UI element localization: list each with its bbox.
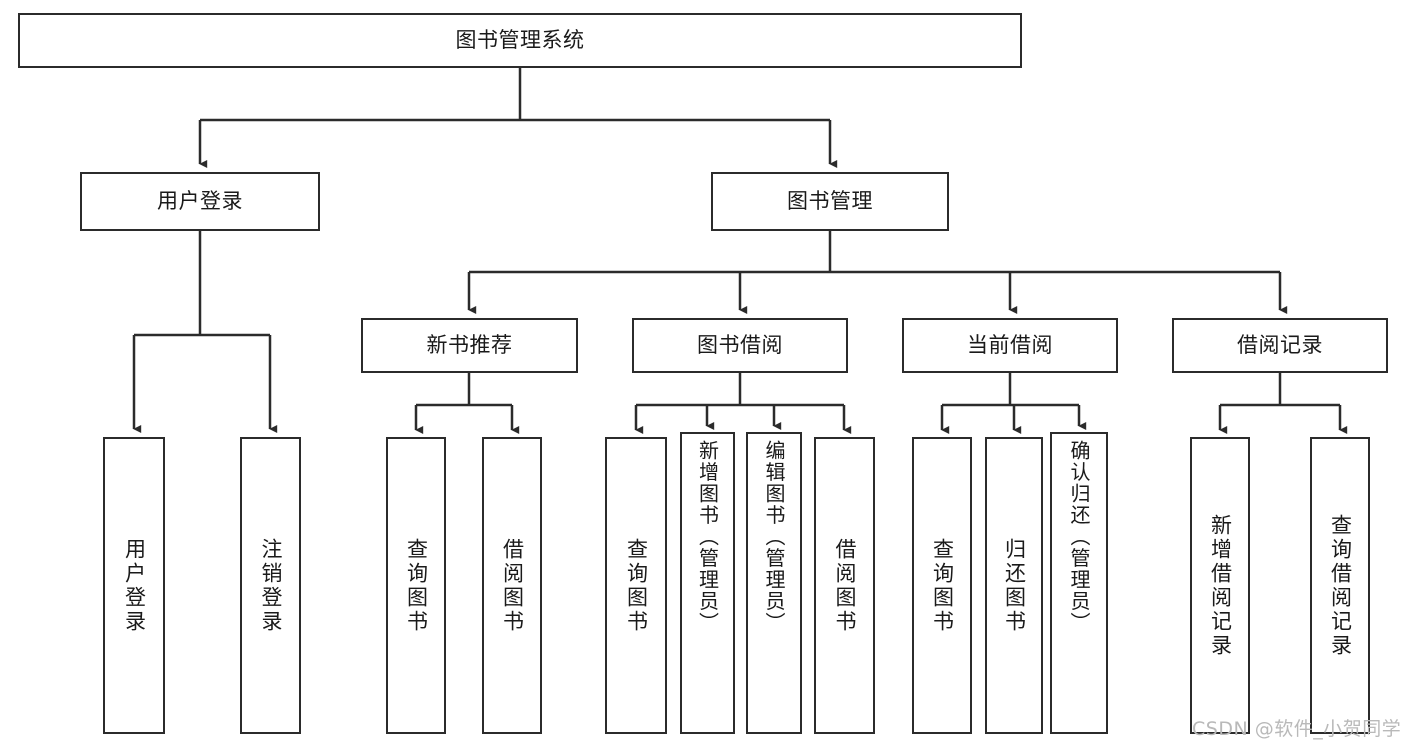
leaf-add-borrow-record-label: 新增借阅记录 — [1208, 513, 1233, 658]
node-current-borrow[interactable]: 当前借阅 — [902, 318, 1118, 373]
leaf-query-borrow-record-label: 查询借阅记录 — [1328, 513, 1353, 658]
leaf-query-book-new-label: 查询图书 — [404, 537, 429, 634]
node-user-login-label: 用户登录 — [157, 189, 243, 214]
leaf-confirm-return-admin-label: 确认归还（管理员） — [1067, 440, 1091, 634]
node-new-book-recommend[interactable]: 新书推荐 — [361, 318, 578, 373]
connector-bookborrow-to-leaves — [634, 373, 852, 434]
connector-currentborrow-to-leaves — [940, 373, 1087, 434]
leaf-logout-label: 注销登录 — [259, 537, 283, 634]
leaf-edit-book-admin-label: 编辑图书（管理员） — [762, 440, 786, 634]
connector-bookmgmt-to-level3 — [467, 231, 1288, 314]
leaf-query-book-current[interactable]: 查询图书 — [912, 437, 972, 734]
leaf-borrow-book-new[interactable]: 借阅图书 — [482, 437, 542, 734]
leaf-add-borrow-record[interactable]: 新增借阅记录 — [1190, 437, 1250, 734]
leaf-query-borrow-record[interactable]: 查询借阅记录 — [1310, 437, 1370, 734]
node-borrow-record-label: 借阅记录 — [1237, 333, 1323, 358]
leaf-add-book-admin[interactable]: 新增图书（管理员） — [680, 432, 735, 734]
leaf-add-book-admin-label: 新增图书（管理员） — [695, 440, 720, 634]
node-root[interactable]: 图书管理系统 — [18, 13, 1022, 68]
leaf-logout[interactable]: 注销登录 — [240, 437, 301, 734]
connector-userlogin-to-leaves — [132, 231, 278, 433]
node-root-label: 图书管理系统 — [455, 28, 585, 53]
node-new-book-recommend-label: 新书推荐 — [426, 333, 513, 358]
leaf-query-book-borrow-label: 查询图书 — [624, 537, 649, 634]
connector-newbook-to-leaves — [414, 373, 520, 434]
leaf-return-book-label: 归还图书 — [1002, 537, 1027, 634]
connector-root-to-level2 — [198, 68, 838, 168]
leaf-return-book[interactable]: 归还图书 — [985, 437, 1043, 734]
node-user-login[interactable]: 用户登录 — [80, 172, 320, 231]
leaf-confirm-return-admin[interactable]: 确认归还（管理员） — [1050, 432, 1108, 734]
leaf-user-login-label: 用户登录 — [122, 537, 147, 634]
leaf-borrow-book[interactable]: 借阅图书 — [814, 437, 875, 734]
node-borrow-record[interactable]: 借阅记录 — [1172, 318, 1388, 373]
node-current-borrow-label: 当前借阅 — [967, 333, 1053, 358]
leaf-borrow-book-new-label: 借阅图书 — [500, 537, 525, 634]
leaf-user-login[interactable]: 用户登录 — [103, 437, 165, 734]
leaf-query-book-new[interactable]: 查询图书 — [386, 437, 446, 734]
node-book-management[interactable]: 图书管理 — [711, 172, 949, 231]
leaf-borrow-book-label: 借阅图书 — [833, 537, 857, 634]
leaf-query-book-borrow[interactable]: 查询图书 — [605, 437, 667, 734]
node-book-borrow[interactable]: 图书借阅 — [632, 318, 848, 373]
connector-borrowrecord-to-leaves — [1218, 373, 1348, 434]
node-book-management-label: 图书管理 — [787, 189, 873, 214]
node-book-borrow-label: 图书借阅 — [697, 333, 783, 358]
leaf-query-book-current-label: 查询图书 — [930, 537, 955, 634]
csdn-watermark: CSDN @软件_小贺同学 — [1192, 718, 1402, 740]
leaf-edit-book-admin[interactable]: 编辑图书（管理员） — [746, 432, 802, 734]
